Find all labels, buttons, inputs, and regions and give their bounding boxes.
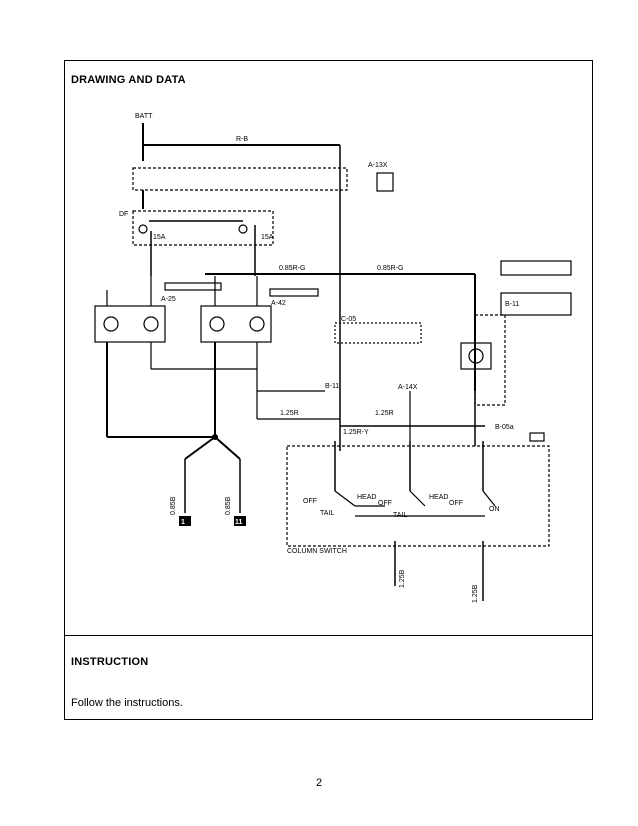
label-b11-top: B-11 — [505, 301, 519, 308]
label-batt: BATT — [135, 113, 153, 120]
label-tail-2: TAIL — [393, 512, 407, 519]
fuse-terminal-left — [138, 224, 148, 234]
ground-marker-1 — [179, 516, 191, 526]
label-b11-mid: B-11 — [325, 383, 339, 390]
label-a13x: A-13X — [368, 162, 388, 169]
label-on-3: ON — [489, 506, 500, 513]
ground-label-2: 11 — [235, 519, 243, 526]
label-column-switch: COLUMN SWITCH — [287, 548, 347, 555]
connector-legend-2 — [500, 292, 572, 316]
label-off-2: OFF — [378, 500, 392, 507]
label-wire-085b-2: 0.85B — [225, 496, 232, 515]
label-off-1: OFF — [303, 498, 317, 505]
lamp-indicator — [460, 342, 492, 370]
ground-label-1: 1 — [181, 519, 185, 526]
label-fuse-1: 15A — [153, 234, 166, 241]
connector-legend-1 — [500, 260, 572, 276]
label-wire-rb: R-B — [236, 136, 248, 143]
headlamp-left — [94, 305, 166, 343]
label-wire-125r-2: 1.25R — [375, 410, 394, 417]
instruction-text: Follow the instructions. — [71, 697, 183, 709]
label-off-3: OFF — [449, 500, 463, 507]
document-frame: DRAWING AND DATA — [64, 60, 593, 720]
page-number: 2 — [315, 777, 323, 789]
splice-node — [212, 434, 218, 440]
df-fuse-box — [132, 210, 274, 246]
label-wire-085b-1: 0.85B — [170, 496, 177, 515]
connector-a25 — [164, 282, 222, 291]
label-a25: A-25 — [161, 296, 176, 303]
wiring-diagram: BATT R-B A-13X DF 15A 15A A-25 A-42 0.85… — [94, 113, 572, 603]
headlamp-right — [200, 305, 272, 343]
connector-a13x-icon — [376, 172, 394, 192]
label-tail-1: TAIL — [320, 510, 334, 517]
fuse-terminal-right — [238, 224, 248, 234]
label-wire-rg-right: 0.85R-G — [377, 265, 403, 272]
instruction-section-title: INSTRUCTION — [71, 656, 149, 668]
ground-marker-2 — [234, 516, 246, 526]
section-divider-top — [65, 635, 592, 636]
label-wire-rg-left: 0.85R-G — [279, 265, 305, 272]
label-wire-125b-2: 1.25B — [472, 584, 479, 603]
label-c05: C-05 — [341, 316, 356, 323]
connector-a42 — [269, 288, 319, 297]
column-switch-box — [286, 445, 550, 547]
label-wire-125r-1: 1.25R — [280, 410, 299, 417]
label-a42: A-42 — [271, 300, 286, 307]
label-wire-125b-1: 1.25B — [399, 569, 406, 588]
drawing-section-title: DRAWING AND DATA — [71, 74, 186, 86]
label-df: DF — [119, 211, 128, 218]
label-head-2: HEAD — [429, 494, 448, 501]
connector-b05a-icon — [529, 432, 545, 442]
label-head-1: HEAD — [357, 494, 376, 501]
connector-c05 — [334, 322, 422, 344]
label-fuse-2: 15A — [261, 234, 274, 241]
label-a14x: A-14X — [398, 384, 418, 391]
relay-box — [132, 167, 348, 191]
label-b05a: B-05a — [495, 424, 514, 431]
label-wire-125ry: 1.25R-Y — [343, 429, 369, 436]
